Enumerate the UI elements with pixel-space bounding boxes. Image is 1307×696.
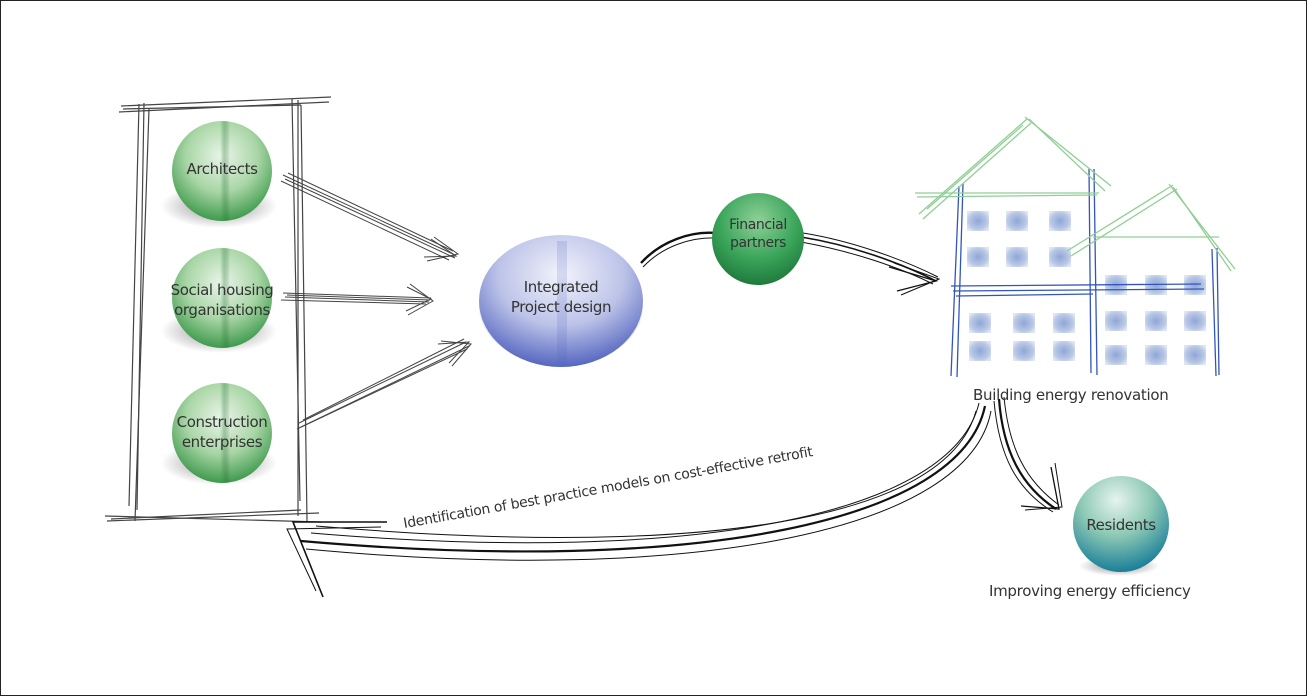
label-financial-line-1: Financial xyxy=(729,217,787,233)
label-construction-line-1: Construction xyxy=(176,413,268,431)
label-construction: Construction enterprises xyxy=(147,412,297,452)
actors-frame xyxy=(104,96,332,523)
arrow-architects-to-design xyxy=(280,172,460,262)
label-residents: Residents xyxy=(1074,515,1168,535)
actor-circle-architects xyxy=(172,121,272,221)
label-financial-partners: Financial partners xyxy=(713,216,803,252)
label-social-housing: Social housing organisations xyxy=(147,280,297,320)
label-architects-line-1: Architects xyxy=(186,160,258,178)
integrated-design-ellipse xyxy=(479,235,643,367)
financial-partners-circle xyxy=(712,193,804,285)
residents-circle xyxy=(1073,476,1169,572)
building-illustration xyxy=(915,116,1236,378)
label-integrated-line-1: Integrated xyxy=(523,278,599,296)
arrow-feedback-to-actors xyxy=(286,402,992,598)
label-financial-line-2: partners xyxy=(729,235,787,251)
actor-circle-social-housing xyxy=(172,248,272,348)
label-social-housing-line-2: organisations xyxy=(174,301,270,319)
arrow-building-to-residents xyxy=(993,396,1063,513)
label-social-housing-line-1: Social housing xyxy=(170,281,274,299)
label-improving-energy-efficiency: Improving energy efficiency xyxy=(989,582,1191,600)
arrow-design-to-building xyxy=(640,231,941,296)
label-residents-text: Residents xyxy=(1086,516,1156,534)
arrow-social-housing-to-design xyxy=(280,283,434,316)
label-construction-line-2: enterprises xyxy=(181,433,263,451)
actor-circle-construction xyxy=(172,383,272,483)
label-integrated-line-2: Project design xyxy=(510,298,612,316)
arrow-construction-to-design xyxy=(296,338,473,430)
label-building-energy-renovation: Building energy renovation xyxy=(973,386,1169,404)
label-integrated-design: Integrated Project design xyxy=(489,277,633,317)
label-architects: Architects xyxy=(157,159,287,179)
